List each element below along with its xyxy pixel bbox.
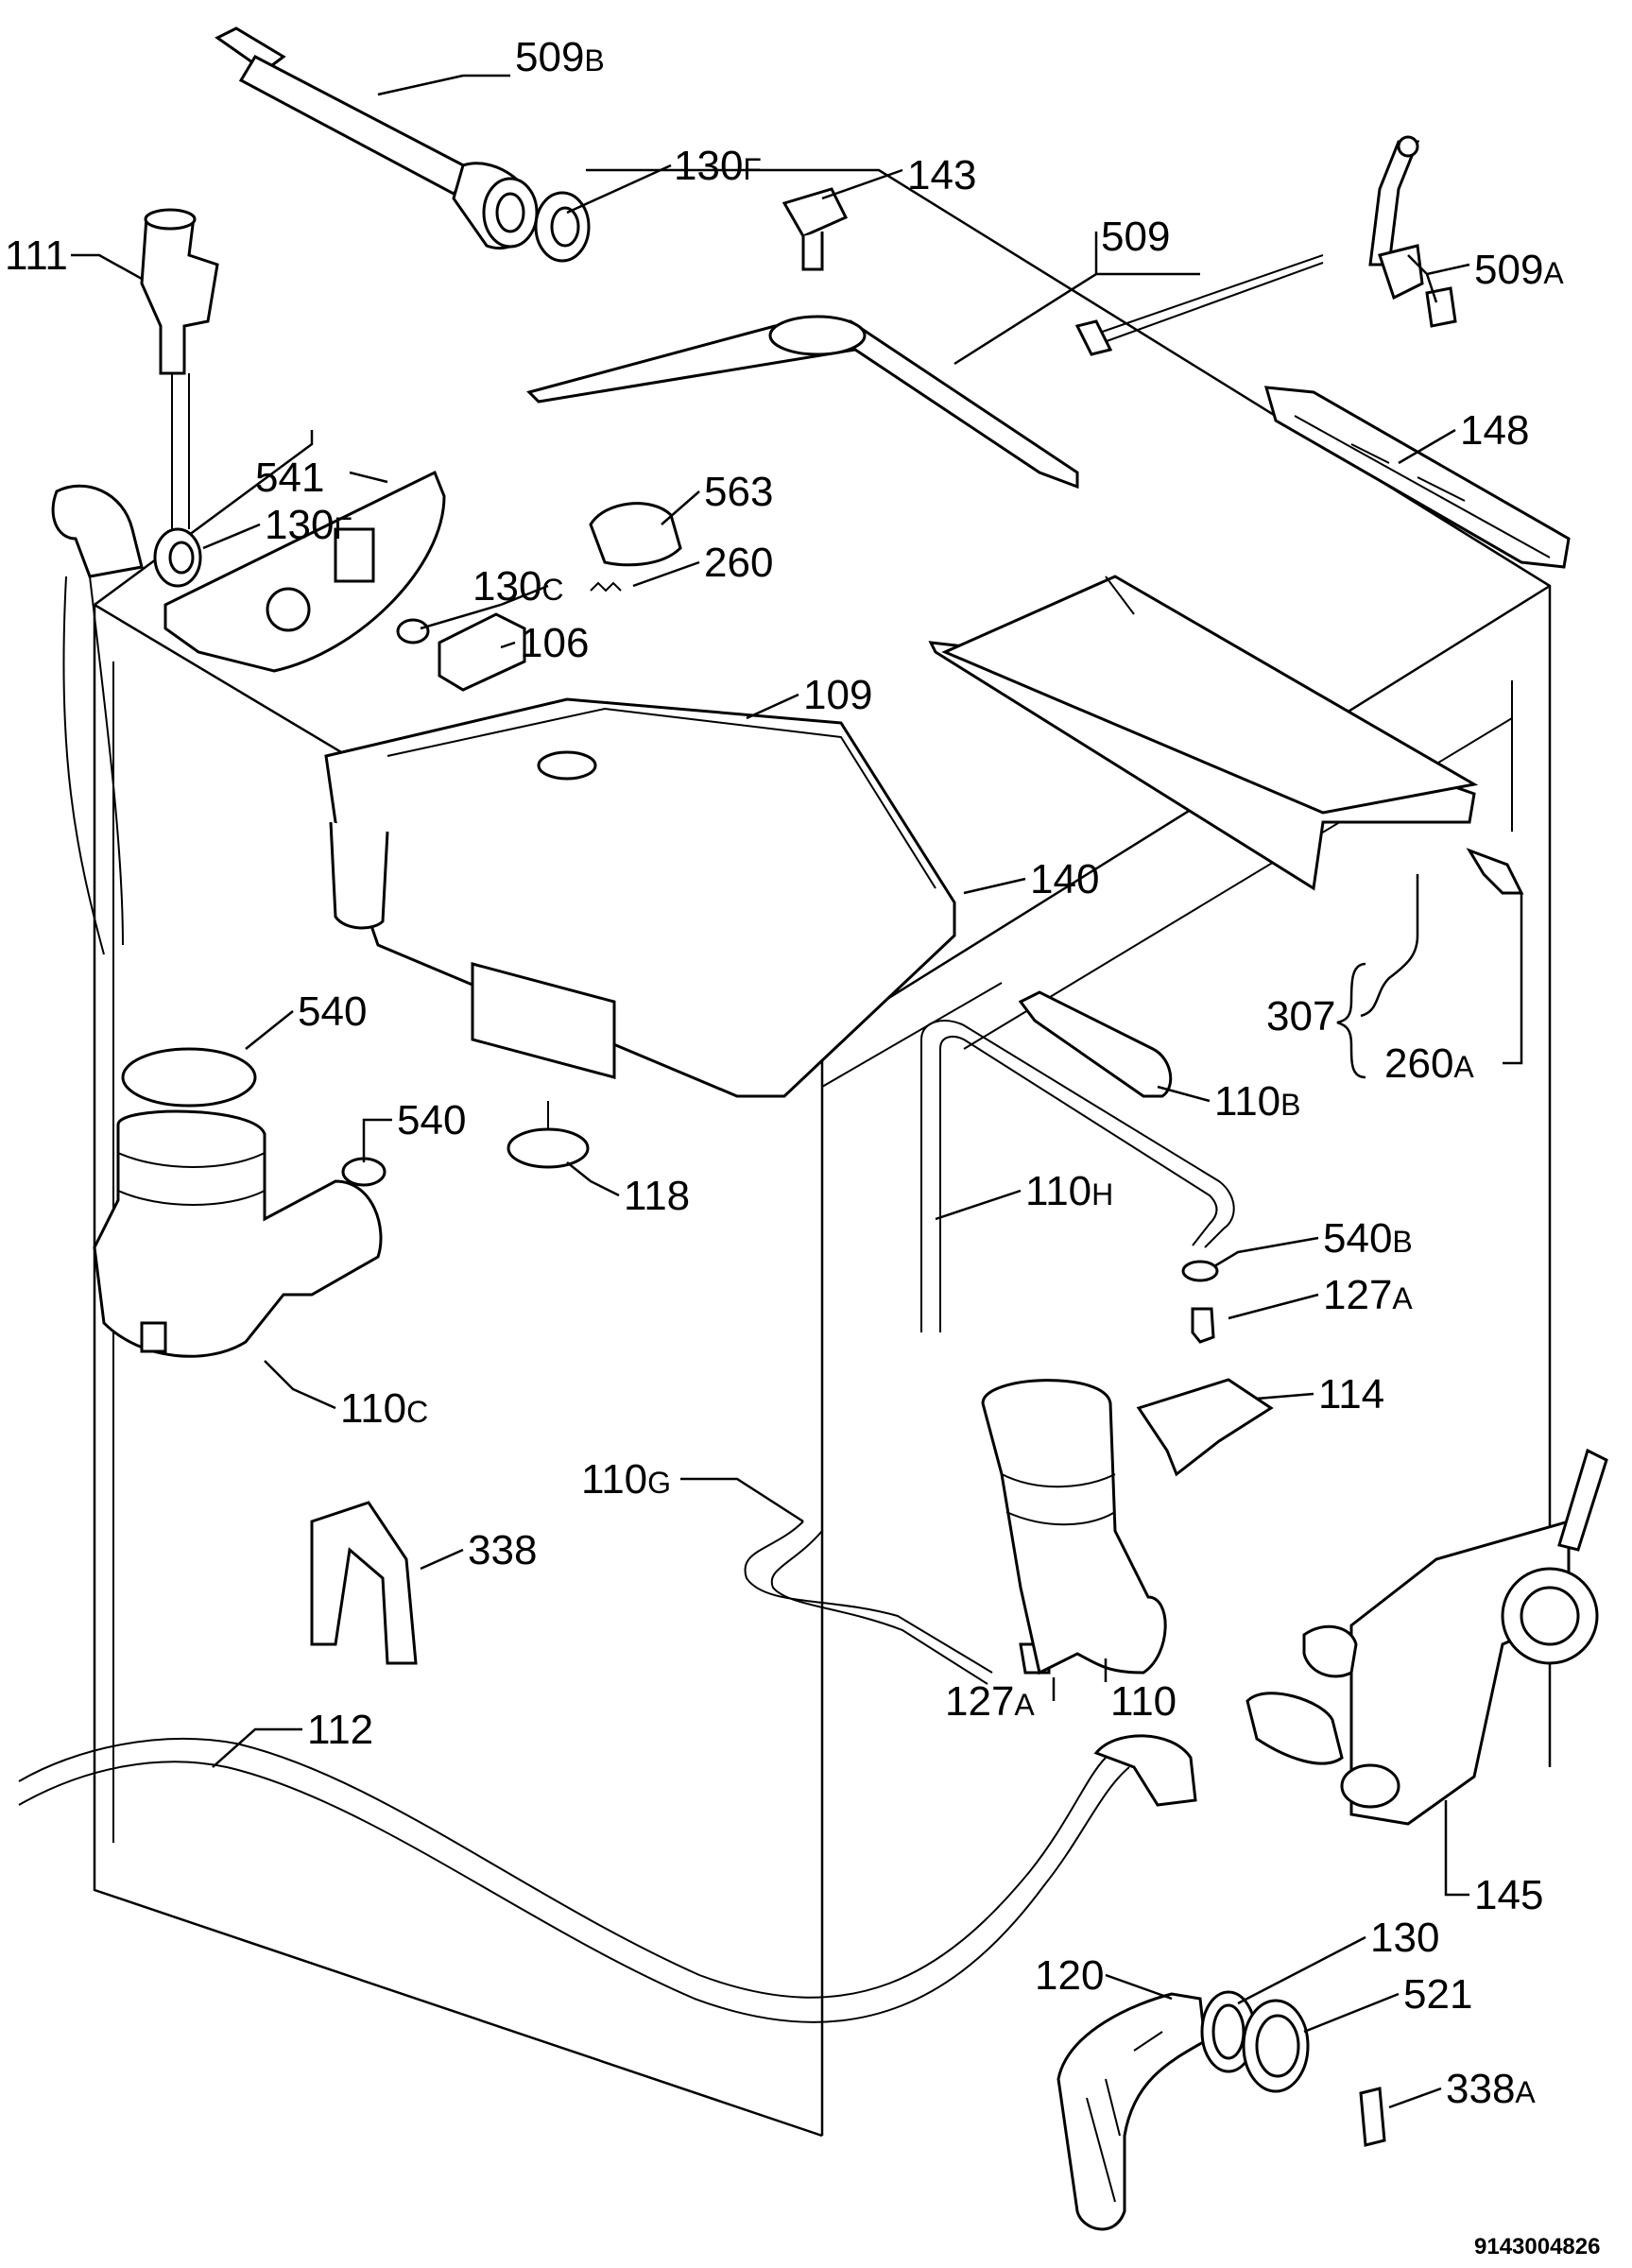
part-label-260a: 260A — [1384, 1040, 1474, 1087]
part-label-260: 260 — [704, 540, 773, 586]
bellow-110 — [981, 1379, 1167, 1675]
clamp-540-a — [121, 1047, 257, 1108]
spider-arm-509 — [526, 254, 1324, 490]
part-label-509b: 509B — [515, 34, 605, 80]
part-label-148: 148 — [1460, 407, 1529, 454]
dispenser-housing-109 — [324, 697, 956, 1098]
part-label-112: 112 — [307, 1707, 373, 1753]
gasket-130 — [1200, 1990, 1257, 2073]
part-label-127a-top: 127A — [1323, 1272, 1413, 1318]
clip-338a — [1359, 2087, 1386, 2147]
part-labels: 509B 130F 143 111 509 509A 148 541 563 1… — [5, 34, 1600, 2259]
part-label-110g: 110G — [581, 1456, 671, 1503]
part-label-307: 307 — [1266, 993, 1335, 1040]
part-label-541: 541 — [255, 455, 324, 501]
part-label-110h: 110H — [1025, 1168, 1113, 1214]
filter-130f-mid — [153, 527, 202, 588]
hose-110b — [1018, 990, 1173, 1098]
part-label-130: 130 — [1370, 1915, 1439, 1961]
knob-143 — [782, 187, 849, 271]
bushing-130c — [396, 618, 430, 644]
part-label-109: 109 — [803, 672, 872, 718]
hose-elbow — [51, 484, 144, 955]
part-label-130f-mid: 130F — [265, 502, 352, 548]
part-label-140: 140 — [1030, 856, 1099, 902]
reference-code: 9143004826 — [1474, 2234, 1600, 2259]
part-label-338a: 338A — [1446, 2066, 1536, 2112]
part-label-110b: 110B — [1214, 1078, 1301, 1125]
part-label-130f-top: 130F — [674, 143, 762, 189]
clip-338 — [310, 1501, 418, 1665]
part-label-540-b: 540 — [397, 1097, 466, 1143]
cap-521 — [1242, 1999, 1310, 2093]
part-label-120: 120 — [1035, 1952, 1104, 1999]
filter-120 — [1057, 1992, 1207, 2231]
part-label-118: 118 — [624, 1173, 690, 1219]
part-label-143: 143 — [907, 152, 976, 198]
nut-118 — [507, 1101, 590, 1169]
part-label-145: 145 — [1474, 1872, 1543, 1918]
drain-hose-112 — [18, 1734, 1197, 2023]
bellow-110c — [93, 1109, 383, 1358]
part-label-509: 509 — [1101, 214, 1170, 260]
part-label-111: 111 — [5, 232, 68, 279]
bracket-106 — [438, 612, 526, 692]
inlet-hose-509b — [215, 26, 539, 250]
clip-260a — [1466, 848, 1524, 895]
part-label-106: 106 — [520, 620, 589, 666]
pump-145 — [1245, 1448, 1608, 1826]
clamp-540b — [1181, 1260, 1219, 1282]
hose-110g — [744, 1521, 993, 1685]
spring-260 — [590, 581, 622, 593]
part-label-540-a: 540 — [298, 988, 367, 1035]
cam-563 — [589, 502, 682, 567]
dispenser-cover-148 — [1263, 386, 1571, 569]
part-label-563: 563 — [704, 469, 773, 515]
sensor-114 — [1136, 1378, 1274, 1477]
part-label-540b: 540B — [1323, 1215, 1413, 1262]
pipe-110h — [920, 1020, 1235, 1332]
leader-lines — [71, 74, 1523, 2109]
part-label-521: 521 — [1403, 1971, 1472, 2018]
part-label-127a-bot: 127A — [945, 1678, 1035, 1725]
brace-307 — [1336, 962, 1366, 1079]
part-label-509a: 509A — [1474, 247, 1564, 293]
part-label-114: 114 — [1318, 1371, 1384, 1418]
drawer-307 — [928, 575, 1479, 891]
clamp-540-b — [341, 1157, 387, 1187]
plate-541 — [163, 470, 446, 673]
part-label-130c: 130C — [472, 563, 564, 610]
lever-509a — [1368, 135, 1457, 328]
nozzle-127a-top — [1191, 1307, 1215, 1344]
valve-111 — [140, 208, 219, 529]
part-label-110: 110 — [1110, 1678, 1177, 1725]
part-label-338: 338 — [468, 1527, 537, 1573]
part-label-110c: 110C — [340, 1385, 428, 1432]
filter-130f-top — [534, 191, 591, 263]
